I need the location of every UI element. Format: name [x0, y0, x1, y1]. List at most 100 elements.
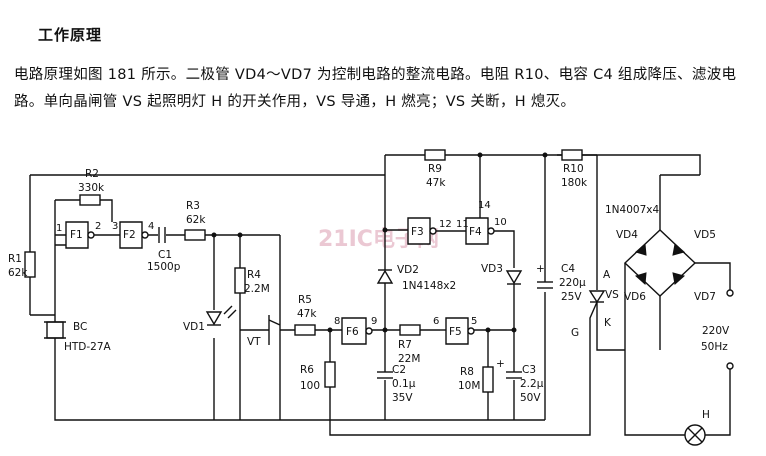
- vd6-diode: [634, 272, 647, 286]
- c4-label: C4: [561, 263, 575, 275]
- r2-label: R2: [85, 168, 99, 180]
- r5-value: 47k: [297, 308, 317, 320]
- vd7-label: VD7: [694, 291, 716, 303]
- c2-label: C2: [392, 364, 406, 376]
- vd1-light-arrows: [223, 305, 237, 319]
- r9-value: 47k: [426, 177, 446, 189]
- vd2-label: VD2: [397, 264, 419, 276]
- r8-value: 10M: [458, 380, 480, 392]
- r8-resistor: [482, 366, 494, 393]
- f3-gate: [407, 217, 431, 245]
- pin2-label: 2: [95, 221, 101, 232]
- v220-label: 220V: [702, 325, 730, 337]
- r9-label: R9: [428, 163, 442, 175]
- vd4-diode: [634, 242, 647, 256]
- pin14-label: 14: [478, 200, 491, 211]
- r5-label: R5: [298, 294, 312, 306]
- c4-value-b: 25V: [561, 291, 582, 303]
- f1-gate: [65, 221, 89, 249]
- c3-label: C3: [522, 364, 536, 376]
- pin1-label: 1: [56, 223, 62, 234]
- c1-value: 1500p: [147, 261, 181, 273]
- r5-resistor: [294, 324, 316, 336]
- pin4-label: 4: [148, 221, 154, 232]
- pin12-label: 12: [439, 219, 452, 230]
- r7-value: 22M: [398, 353, 420, 365]
- pin11-label: 11: [456, 219, 469, 230]
- c3-value-b: 50V: [520, 392, 541, 404]
- r4-value: 2.2M: [244, 283, 270, 295]
- f4-label: F4: [469, 226, 482, 238]
- r2-resistor: [79, 194, 101, 206]
- vd6-label: VD6: [624, 291, 646, 303]
- c2-value-a: 0.1μ: [392, 378, 416, 390]
- f5-gate: [445, 317, 469, 345]
- c3-plus: +: [496, 358, 505, 370]
- bc-label: BC: [73, 321, 87, 333]
- r1-label: R1: [8, 253, 22, 265]
- vd23-model: 1N4148x2: [402, 280, 456, 292]
- f6-label: F6: [346, 326, 359, 338]
- c4-value-a: 220μ: [559, 277, 586, 289]
- r10-label: R10: [563, 163, 584, 175]
- f3-label: F3: [411, 226, 424, 238]
- vd2-diode: [376, 269, 394, 284]
- pin9-label: 9: [371, 316, 377, 327]
- f2-gate: [119, 221, 143, 249]
- f5-label: F5: [449, 326, 462, 338]
- r6-label: R6: [300, 364, 314, 376]
- r3-resistor: [184, 229, 206, 241]
- c1-label: C1: [158, 249, 172, 261]
- r2-value: 330k: [78, 182, 105, 194]
- r10-resistor: [561, 149, 583, 161]
- r8-label: R8: [460, 366, 474, 378]
- vs-thyristor: [588, 290, 606, 304]
- vd3-label: VD3: [481, 263, 503, 275]
- bc-buzzer: [46, 321, 64, 339]
- vd3-diode: [505, 270, 523, 285]
- f4-gate: [465, 217, 489, 245]
- pin5-label: 5: [471, 316, 477, 327]
- h-label: H: [702, 409, 710, 421]
- pin10-label: 10: [494, 217, 507, 228]
- r3-label: R3: [186, 200, 200, 212]
- top-rail: [30, 154, 597, 176]
- ground-rail: [385, 155, 546, 421]
- r6-value: 100: [300, 380, 320, 392]
- pin8-label: 8: [334, 316, 340, 327]
- vd5-diode: [672, 243, 686, 256]
- vt-transistor: [268, 310, 281, 340]
- r3-value: 62k: [186, 214, 206, 226]
- vd5-label: VD5: [694, 229, 716, 241]
- vd4-label: VD4: [616, 229, 638, 241]
- top-rail-right: [597, 154, 701, 175]
- f1-label: F1: [70, 229, 83, 241]
- r9-resistor: [424, 149, 446, 161]
- vs-label: VS: [605, 289, 619, 301]
- r4-resistor: [234, 267, 246, 294]
- ac-terminal-top: [726, 289, 734, 297]
- r10-value: 180k: [561, 177, 588, 189]
- vd1-label: VD1: [183, 321, 205, 333]
- pin6-label: 6: [433, 316, 439, 327]
- r1-resistor: [24, 251, 36, 278]
- vd7-diode: [672, 272, 686, 285]
- r1-value: 62k: [8, 267, 28, 279]
- pin3-label: 3: [112, 221, 118, 232]
- section-heading: 工作原理: [38, 26, 103, 44]
- g-label: G: [571, 327, 579, 339]
- r7-resistor: [399, 324, 421, 336]
- ac-terminal-bottom: [726, 362, 734, 370]
- hz-label: 50Hz: [701, 341, 728, 353]
- bridge-model: 1N4007x4: [605, 204, 659, 216]
- description-paragraph: 电路原理如图 181 所示。二极管 VD4～VD7 为控制电路的整流电路。电阻 …: [14, 67, 737, 110]
- f6-gate: [341, 317, 367, 345]
- c4-plus: +: [536, 263, 545, 275]
- r7-label: R7: [398, 339, 412, 351]
- vd1-diode: [205, 311, 223, 326]
- c3-value-a: 2.2μ: [520, 378, 544, 390]
- c2-value-b: 35V: [392, 392, 413, 404]
- k-label: K: [604, 317, 612, 329]
